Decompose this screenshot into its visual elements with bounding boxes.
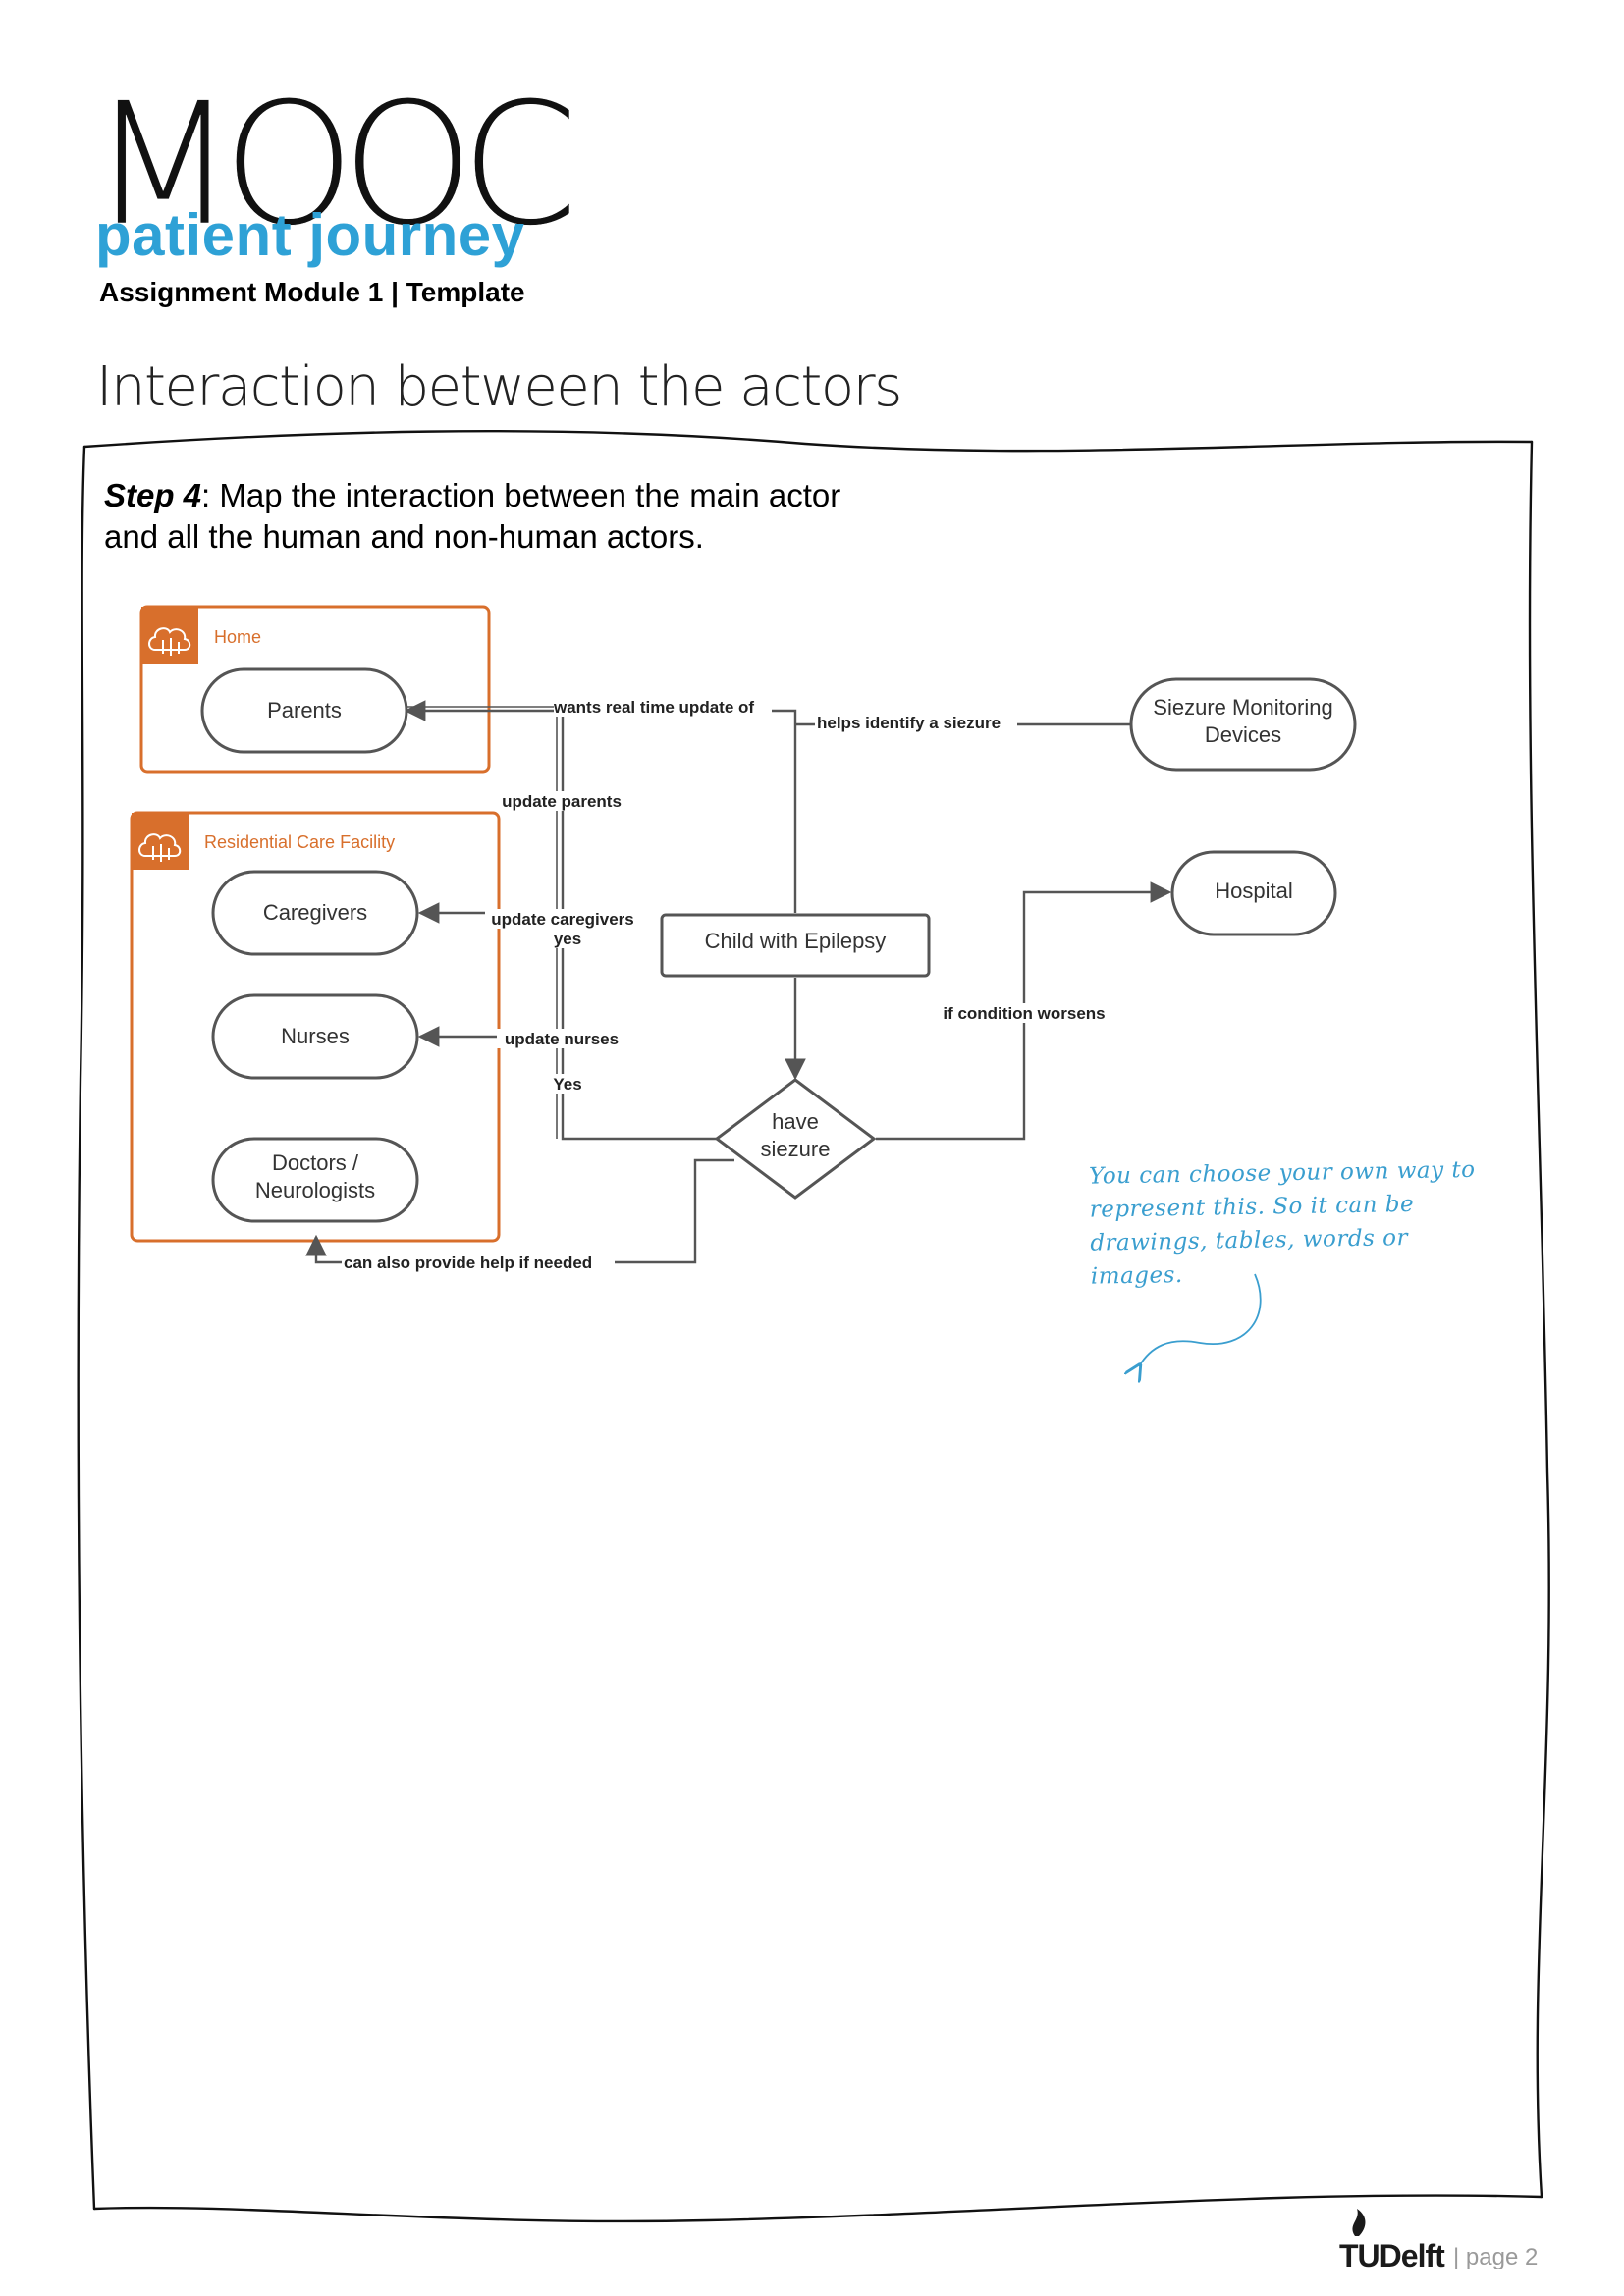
home-group-label: Home [214,627,261,647]
assignment-module-label: Assignment Module 1 | Template [99,277,525,307]
edge-wants-update [404,700,797,913]
cloud-tree-icon [148,627,191,656]
edge-label-update-parents: update parents [502,792,622,811]
edge-labels: wants real time update of helps identify… [342,697,1115,1272]
node-hospital: Hospital [1170,850,1337,936]
mooc-logo: MOOC [90,66,579,263]
node-child-with-epilepsy: Child with Epilepsy [660,913,931,978]
step-text-line2: and all the human and non-human actors. [104,518,704,555]
svg-text:Doctors /: Doctors / [272,1150,359,1175]
patient-journey-subtitle: patient journey [95,202,525,268]
edge-label-yes-nurses: Yes [553,1075,581,1094]
hand-drawn-frame [77,430,1550,2223]
step-text-line1: : Map the interaction between the main a… [201,477,841,513]
svg-text:Devices: Devices [1205,722,1281,747]
edge-label-update-nurses: update nurses [505,1030,619,1048]
edge-can-also-help [305,1158,734,1264]
edge-label-if-worsens: if condition worsens [943,1004,1105,1023]
svg-text:Nurses: Nurses [281,1024,350,1048]
edge-label-can-also-help: can also provide help if needed [344,1254,592,1272]
svg-text:siezure: siezure [761,1137,831,1161]
svg-text:Siezure Monitoring: Siezure Monitoring [1153,695,1332,720]
svg-text:Caregivers: Caregivers [263,900,367,925]
section-title: Interaction between the actors [96,355,902,419]
svg-text:Hospital: Hospital [1215,879,1292,903]
edges [305,700,1172,1264]
edge-label-yes-caregivers: yes [554,930,581,948]
svg-text:Parents: Parents [267,698,342,722]
step-instruction: Step 4: Map the interaction between the … [104,475,840,558]
cloud-tree-icon [138,833,182,862]
hand-drawn-arrow-icon [1139,1273,1262,1366]
node-monitoring-devices: Siezure Monitoring Devices [1129,677,1357,772]
node-doctors: Doctors / Neurologists [211,1137,419,1223]
care-facility-group-label: Residential Care Facility [204,832,395,852]
home-group: Home [139,605,491,774]
svg-text:Child with Epilepsy: Child with Epilepsy [705,929,887,953]
node-caregivers: Caregivers [211,870,419,956]
edge-label-wants-update: wants real time update of [553,698,754,717]
edge-label-update-caregivers: update caregivers [491,910,634,929]
step-label: Step 4 [104,477,202,513]
svg-text:Neurologists: Neurologists [255,1178,375,1202]
edge-update-parents [561,711,717,1141]
tudelft-logo: TUDelft [1339,2238,1445,2273]
handwritten-note: You can choose your own way to represent… [1088,1156,1476,1290]
svg-text:have: have [772,1109,819,1134]
node-have-seizure-decision: have siezure [714,1078,877,1200]
page-number: | page 2 [1453,2244,1539,2270]
node-parents: Parents [200,667,408,754]
tudelft-flame-icon [1352,2209,1366,2236]
edge-label-helps-identify: helps identify a siezure [817,714,1001,732]
node-nurses: Nurses [211,993,419,1080]
